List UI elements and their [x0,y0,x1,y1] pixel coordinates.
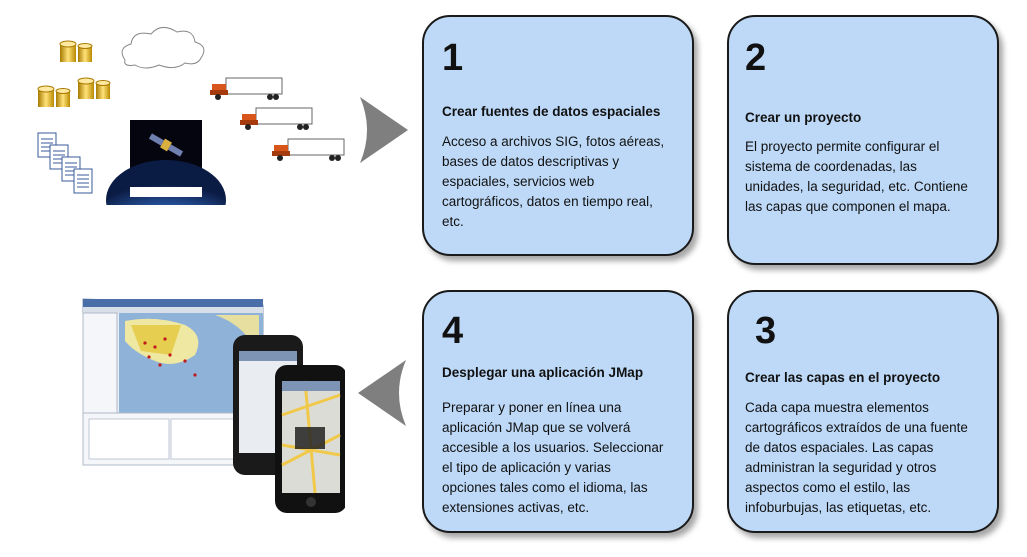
database-icon [37,40,111,107]
description-line: opciones tales como el idioma, las [442,480,648,495]
description-line: sistema de coordenadas, las [745,159,917,174]
description-line: Preparar y poner en línea una [442,400,622,415]
step-number: 2 [745,37,767,79]
satellite-icon [106,120,226,205]
description-line: bases de datos descriptivas y [442,154,620,169]
description-line: las capas que componen el mapa. [745,199,951,214]
description-line: accesible a los usuarios. Seleccionar [442,440,664,455]
step-title: Crear un proyecto [745,110,862,125]
truck-icon [210,77,345,161]
step-description: Preparar y poner en línea una aplicación… [442,398,663,518]
description-line: de datos espaciales. Las capas [745,440,934,455]
step-title: Crear las capas en el proyecto [745,370,941,385]
description-line: cartográficos extraídos de una fuente [745,420,968,435]
step-title: Desplegar una aplicación JMap [442,365,644,380]
step-description: El proyecto permite configurar el sistem… [745,137,968,217]
deployed-application-illustration [82,298,345,513]
step-title: Crear fuentes de datos espaciales [442,104,661,119]
description-line: espaciales, servicios web [442,174,595,189]
description-line: El proyecto permite configurar el [745,139,940,154]
smartphone-icon [233,335,345,513]
document-icon [37,132,93,194]
step-card-2: 2 Crear un proyecto El proyecto permite … [727,15,999,265]
step-number: 4 [442,310,464,352]
description-line: Acceso a archivos SIG, fotos aéreas, [442,134,665,149]
description-line: aplicación JMap que se volverá [442,420,631,435]
step-description: Acceso a archivos SIG, fotos aéreas, bas… [442,132,664,232]
description-line: infoburbujas, las etiquetas, etc. [745,500,932,515]
desktop-app-screenshot [82,298,264,466]
data-sources-illustration [37,27,345,205]
step-card-1: 1 Crear fuentes de datos espaciales Acce… [422,15,694,256]
description-line: etc. [442,214,464,229]
back-arrow-icon [358,360,406,426]
description-line: unidades, la seguridad, etc. Contiene [745,179,968,194]
next-arrow-icon [360,97,408,163]
step-number: 1 [442,37,464,79]
step-number: 3 [755,310,777,352]
step-card-4: 4 Desplegar una aplicación JMap Preparar… [422,290,694,533]
step-description: Cada capa muestra elementos cartográfico… [745,398,968,518]
cloud-icon [121,27,205,69]
description-line: cartográficos, datos en tiempo real, [442,194,653,209]
description-line: el tipo de aplicación y varias [442,460,611,475]
description-line: aspectos como el estilo, las [745,480,911,495]
description-line: administran la seguridad y otros [745,460,937,475]
description-line: extensiones activas, etc. [442,500,590,515]
step-card-3: 3 Crear las capas en el proyecto Cada ca… [727,290,999,533]
description-line: Cada capa muestra elementos [745,400,929,415]
